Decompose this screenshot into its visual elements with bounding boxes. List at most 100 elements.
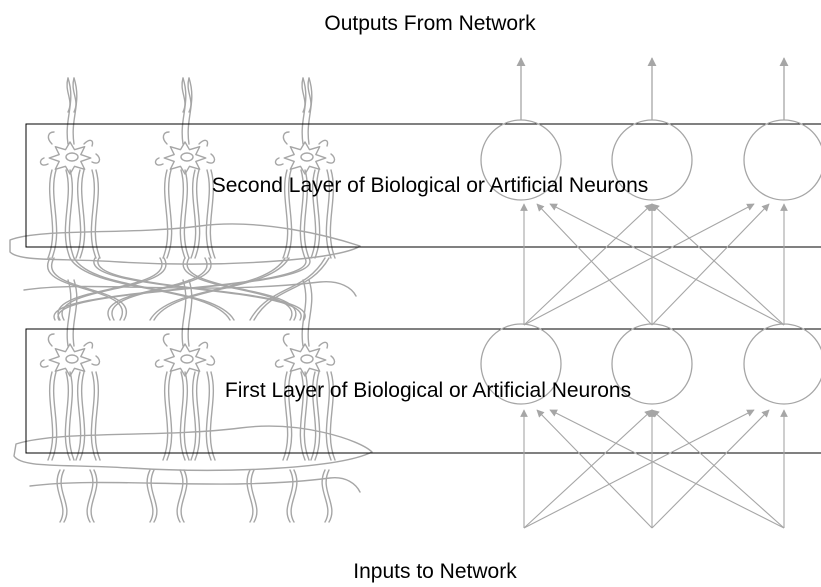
dendrite [183,169,190,259]
neuron-nucleus [65,354,79,364]
upper-neuron-circle [743,119,821,201]
connecting-fibre [69,257,231,321]
dendrite [190,371,197,461]
input-arrow [536,409,653,529]
horizontal-fibre [29,477,361,493]
input-fibre [150,469,158,523]
dendrite [47,371,54,461]
connecting-fibre [97,257,306,321]
dendrite [194,169,201,259]
horizontal-fibre [23,280,357,297]
connection-arrow [549,203,785,326]
dendrite [179,371,186,461]
dendrite [166,169,173,259]
dendrite [329,371,336,461]
input-fibre [250,469,258,523]
dendrite [190,169,197,259]
output-axon [181,77,186,113]
neuron-nucleus [180,152,194,162]
dendrite [205,169,212,259]
connecting-fibre [182,257,293,321]
neuron-soma [163,343,207,377]
output-axon [66,77,71,113]
input-arrow [651,409,785,529]
dendrite [209,371,216,461]
dendrite [303,371,310,461]
dendrite [303,169,310,259]
input-arrow [549,409,785,529]
connection-arrow [651,203,785,326]
axon [181,279,187,347]
output-axon [307,77,312,113]
input-arrow [523,409,653,529]
neuron-soma [163,141,207,175]
neuron-nucleus [300,354,314,364]
dendrite [282,371,289,461]
dendrite [310,169,317,259]
dendrite [68,169,75,259]
neuron-soma [283,141,327,175]
output-axon [187,77,192,113]
dendrite [299,169,306,259]
axon [301,77,307,145]
dendrite [314,371,321,461]
connecting-fibre [46,257,124,321]
axon [66,279,72,347]
first-layer-box [25,328,821,454]
connecting-fibre [253,257,330,321]
dendrite [299,371,306,461]
dendrite [90,169,97,259]
dendrite [79,371,86,461]
input-fibre [56,469,64,523]
axon [72,279,78,347]
dendrite [75,371,82,461]
input-fibre [90,469,98,523]
biological-neurons-sketch [9,77,373,523]
dendrite [39,333,101,368]
connection-arrow [523,203,755,326]
connecting-fibre [186,257,297,321]
dendrite [325,371,332,461]
neuron-nucleus [300,152,314,162]
connecting-fibre [249,257,326,321]
connecting-fibre [111,257,212,321]
dendrite [47,169,54,259]
connection-arrow [523,203,653,326]
dendrite [162,371,169,461]
input-fibre [146,469,154,523]
artificial-neurons [480,57,821,529]
connecting-fibre [153,257,290,321]
input-fibre [86,469,94,523]
neuron-soma [283,343,327,377]
neuron-soma [48,343,92,377]
neuron-nucleus [65,152,79,162]
dendrite [325,169,332,259]
input-fibre [290,469,298,523]
axon [181,77,187,145]
input-fibre [286,469,294,523]
connecting-fibre [107,257,208,321]
axon [307,279,313,347]
dendrite [274,333,336,368]
axon [66,77,72,145]
dendrite [179,169,186,259]
dendrite [310,371,317,461]
lower-neuron-circle [480,323,562,405]
dendrite [209,169,216,259]
input-fibre [246,469,254,523]
horizontal-fibre [13,425,373,471]
dendrite [51,371,58,461]
output-axon [72,77,77,113]
dendrite [68,371,75,461]
first-layer-label: First Layer of Biological or Artificial … [225,379,631,402]
dendrite [51,169,58,259]
connecting-fibre [57,257,311,321]
connecting-fibre [73,257,235,321]
dendrite [205,371,212,461]
dendrite [64,371,71,461]
axon [187,279,193,347]
dendrite [183,371,190,461]
second-layer-box [25,123,821,248]
axon [187,77,193,145]
dendrite [286,371,293,461]
